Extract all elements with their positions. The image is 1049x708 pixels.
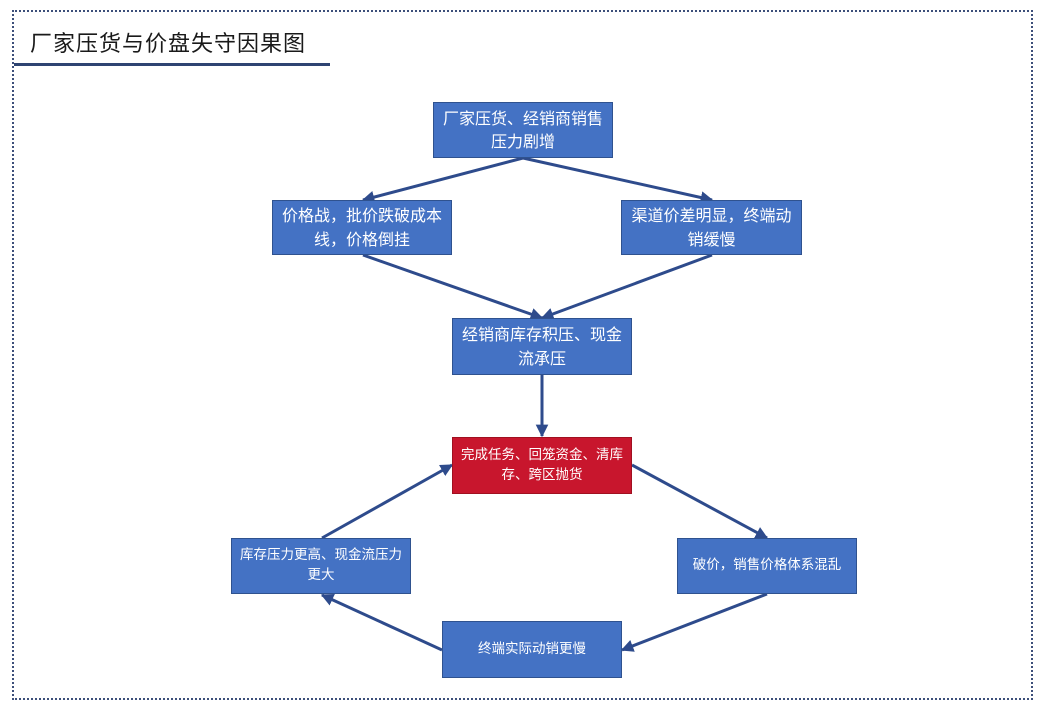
edge-top-to-right: [522, 156, 714, 204]
diagram-title: 厂家压货与价盘失守因果图: [30, 32, 307, 57]
edge-center-to-cycle-right: [631, 463, 769, 540]
edge-cycle-left-to-center: [321, 463, 454, 540]
edge-left-to-middle: [362, 253, 544, 321]
edge-bottom-to-cycle-left: [320, 593, 443, 652]
node-cycle-right: 破价，销售价格体系混乱: [677, 538, 857, 594]
edge-top-to-left: [361, 156, 524, 204]
node-right: 渠道价差明显，终端动销缓慢: [621, 200, 802, 255]
edge-right-to-middle: [540, 253, 713, 320]
node-left: 价格战，批价跌破成本线，价格倒挂: [272, 200, 452, 255]
node-cycle-left: 库存压力更高、现金流压力更大: [231, 538, 411, 594]
node-cycle-bottom: 终端实际动销更慢: [442, 621, 622, 678]
title-underline: [14, 63, 330, 66]
node-middle: 经销商库存积压、现金流承压: [452, 318, 632, 375]
node-center: 完成任务、回笼资金、清库存、跨区抛货: [452, 437, 632, 494]
edge-cycle-right-to-bottom: [620, 592, 768, 652]
diagram-frame: [12, 10, 1033, 700]
node-top: 厂家压货、经销商销售压力剧增: [433, 102, 613, 158]
